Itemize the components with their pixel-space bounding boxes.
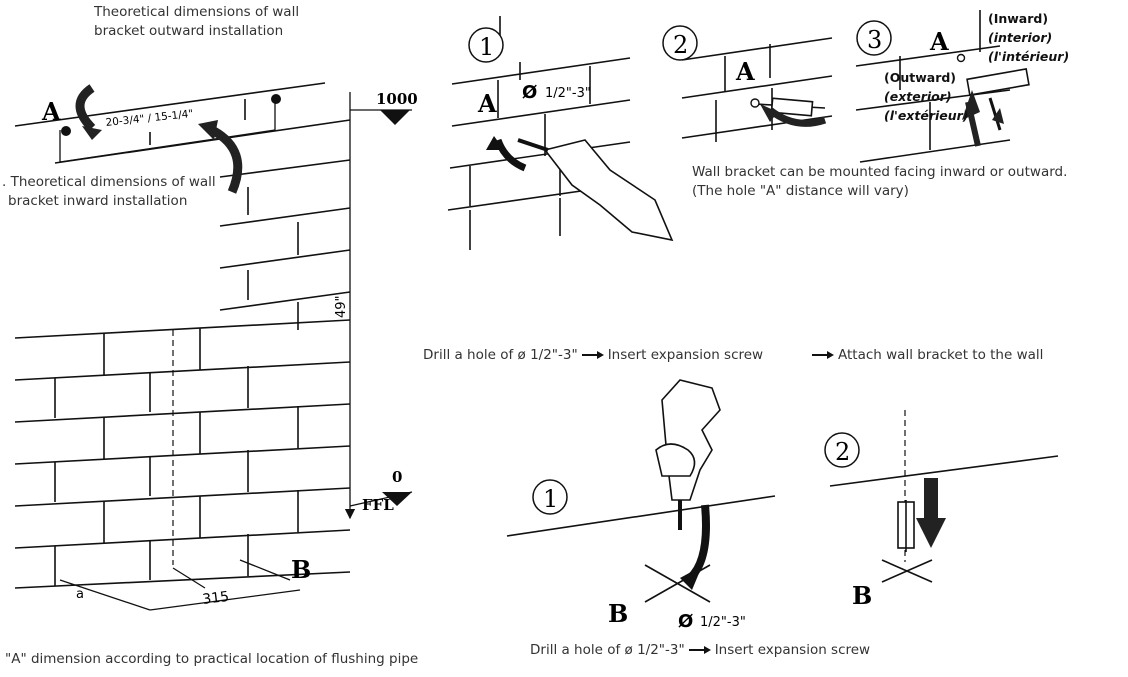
rotate-arrow-inward (209, 126, 243, 194)
outward-dims-caption: Theoretical dimensions of wall bracket o… (94, 3, 299, 41)
hole-size-bottom: 1/2"-3" (700, 615, 746, 630)
step2-badge-bottom (824, 432, 860, 468)
inward-dims-line2: bracket inward installation (8, 193, 188, 209)
bottom-step2-floor-insert (829, 410, 1059, 583)
label-b-bottom2: B (852, 581, 872, 610)
label-1000: 1000 (376, 90, 418, 108)
dia-symbol-bottom: Ø (678, 611, 693, 632)
bottom-steps-caption: Drill a hole of ø 1/2"-3" Insert expansio… (530, 641, 870, 660)
arrow-right-icon (688, 646, 711, 654)
facing-note: Wall bracket can be mounted facing inwar… (692, 163, 1067, 201)
rotate-arrow-outward (75, 84, 96, 132)
orientation-outward: (Outward) (exterior) (l'extérieur) (884, 68, 969, 125)
step1-wall-drill (447, 16, 674, 250)
bottom-drill-text: Drill a hole of ø 1/2"-3" (530, 642, 685, 658)
top-attach-caption: Attach wall bracket to the wall (808, 346, 1043, 365)
dia-symbol-step1: Ø (522, 82, 537, 103)
outward-es: (exterior) (884, 89, 952, 104)
label-a-left: A (41, 97, 61, 126)
label-a-step1: A (477, 89, 497, 118)
outward-fr: (l'extérieur) (884, 108, 969, 123)
step3-wall-attach (855, 10, 1030, 163)
hole-a-right (271, 94, 281, 104)
inward-dims-line1: . Theoretical dimensions of wall (2, 174, 216, 190)
a-dimension-note: "A" dimension according to practical loc… (5, 651, 419, 667)
outward-dims-line1: Theoretical dimensions of wall (94, 4, 300, 20)
step2-number-top: 2 (673, 31, 688, 59)
step2-badge-top (662, 25, 698, 61)
arrow-right-icon (812, 351, 834, 359)
top-steps-caption: Drill a hole of ø 1/2"-3" Insert expansio… (423, 346, 763, 365)
step3-badge-top (856, 20, 892, 56)
label-315: 315 (202, 589, 230, 608)
step1-badge-bottom (532, 479, 568, 515)
inward-en: (Inward) (988, 11, 1049, 26)
label-a-small: a (76, 587, 84, 602)
brick-wall-left (14, 82, 356, 611)
facing-note-line2: (The hole "A" distance will vary) (692, 183, 909, 199)
bottom-insert-text: Insert expansion screw (714, 642, 871, 658)
label-a-step2: A (735, 57, 755, 86)
outward-en: (Outward) (884, 70, 957, 85)
level-marker-1000 (380, 110, 410, 125)
label-49: 49" (334, 295, 349, 318)
hole-a-left (61, 126, 71, 136)
top-attach-text: Attach wall bracket to the wall (838, 347, 1044, 363)
inward-es: (interior) (988, 30, 1053, 45)
step1-number-top: 1 (479, 33, 494, 61)
facing-note-line1: Wall bracket can be mounted facing inwar… (692, 164, 1068, 180)
label-a-step3: A (929, 27, 949, 56)
step3-number-top: 3 (867, 26, 882, 54)
level-marker-ffl (382, 492, 412, 506)
step1-badge-top (468, 27, 504, 63)
outward-dims-line2: bracket outward installation (94, 23, 284, 39)
step2-number-bottom: 2 (835, 438, 850, 466)
hole-size-step1: 1/2"-3" (545, 86, 591, 101)
label-zero: 0 (392, 468, 402, 486)
bottom-step1-floor-drill (506, 379, 776, 603)
step2-wall-insert (681, 37, 833, 142)
arrow-right-icon (581, 351, 604, 359)
top-insert-text: Insert expansion screw (607, 347, 764, 363)
orientation-inward: (Inward) (interior) (l'intérieur) (988, 9, 1069, 66)
top-drill-text: Drill a hole of ø 1/2"-3" (423, 347, 578, 363)
label-b-bottom1: B (608, 599, 628, 628)
inward-fr: (l'intérieur) (988, 49, 1070, 64)
label-ffl: FFL (362, 496, 394, 514)
step1-number-bottom: 1 (543, 485, 558, 513)
inward-dims-caption: . Theoretical dimensions of wall bracket… (2, 173, 216, 211)
label-b-left: B (291, 555, 311, 584)
